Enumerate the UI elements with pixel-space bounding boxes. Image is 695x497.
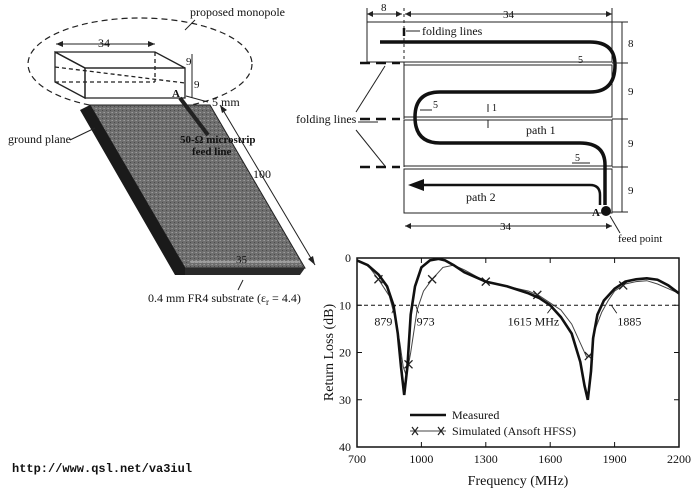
feed-label-2: feed line xyxy=(192,146,232,158)
x-tick-label: 1300 xyxy=(474,452,498,466)
left-panel: proposed monopole 34 9 9 A 5 mm 50-Ω mic… xyxy=(8,5,316,307)
right-dim-9a: 9 xyxy=(628,86,634,98)
dim-5c: 5 xyxy=(575,153,580,164)
right-dim-9b: 9 xyxy=(628,138,634,150)
legend-simulated-label: Simulated (Ansoft HFSS) xyxy=(452,424,576,438)
x-tick-label: 2200 xyxy=(667,452,691,466)
dim-35: 35 xyxy=(236,254,248,266)
annotation-leader xyxy=(547,305,554,314)
bottom-dim-34: 34 xyxy=(500,221,512,233)
feed-point-dot xyxy=(601,206,611,216)
right-dim-8: 8 xyxy=(628,38,634,50)
feed-line xyxy=(178,96,210,137)
right-dim-9c: 9 xyxy=(628,185,634,197)
y-tick-label: 20 xyxy=(339,346,351,360)
substrate-label: 0.4 mm FR4 substrate (εr = 4.4) xyxy=(148,291,301,307)
dim-5a: 5 xyxy=(578,55,583,66)
dim-1: 1 xyxy=(492,103,497,114)
path1-label: path 1 xyxy=(526,123,556,137)
annotation-label: 1615 MHz xyxy=(508,314,560,328)
dim-5b: 5 xyxy=(433,100,438,111)
y-tick-label: 0 xyxy=(345,251,351,265)
annotation-leader xyxy=(611,305,618,314)
point-a-right: A xyxy=(592,207,600,219)
point-a-left: A xyxy=(172,88,180,100)
folding-label-top: folding lines xyxy=(422,24,483,38)
ground-label: ground plane xyxy=(8,132,71,146)
y-tick-label: 30 xyxy=(339,393,351,407)
monopole-ellipse xyxy=(27,17,253,111)
legend-measured-label: Measured xyxy=(452,408,499,422)
annotation-leader xyxy=(415,305,419,314)
dim-9a-left: 9 xyxy=(186,56,192,68)
simulated-marker xyxy=(427,274,437,284)
y-tick-label: 10 xyxy=(339,298,351,312)
annotation-label: 1885 xyxy=(617,314,641,328)
x-tick-label: 700 xyxy=(348,452,366,466)
x-tick-label: 1600 xyxy=(538,452,562,466)
frequency-annotations: 879 973 1615 MHz 1885 xyxy=(374,305,641,328)
path-1-trace xyxy=(380,40,617,205)
folding-label-left: folding lines xyxy=(296,112,357,126)
source-url: http://www.qsl.net/va3iul xyxy=(12,462,193,476)
top-dim-34: 34 xyxy=(503,9,515,21)
series-simulated-markers xyxy=(374,274,628,369)
y-tick-label: 40 xyxy=(339,440,351,454)
plot-frame xyxy=(356,257,680,448)
monopole-box xyxy=(54,50,186,100)
annotation-label: 973 xyxy=(417,314,435,328)
dim-34-left: 34 xyxy=(98,36,110,50)
x-tick-label: 1000 xyxy=(409,452,433,466)
ground-plane xyxy=(89,104,306,269)
gap-label: 5 mm xyxy=(212,95,240,109)
path-2-trace xyxy=(420,183,602,205)
annotation-leader xyxy=(391,305,396,314)
x-tick-group: 700 1000 1300 1600 1900 2200 xyxy=(348,258,691,466)
y-tick-group: 0 10 20 30 40 xyxy=(339,251,679,454)
series-simulated-line xyxy=(356,259,680,379)
x-axis-label: Frequency (MHz) xyxy=(468,474,569,489)
top-dim-8: 8 xyxy=(381,2,387,14)
dim-9b-left: 9 xyxy=(194,79,200,91)
y-axis-label: Return Loss (dB) xyxy=(322,304,337,402)
chart-legend: Measured Simulated (Ansoft HFSS) xyxy=(410,408,576,438)
return-loss-chart: 700 1000 1300 1600 1900 2200 0 10 20 30 40 879 973… xyxy=(322,251,691,489)
x-tick-label: 1900 xyxy=(603,452,627,466)
series-measured-line xyxy=(356,257,680,401)
board-edge xyxy=(80,105,185,275)
annotation-label: 879 xyxy=(374,314,392,328)
path2-label: path 2 xyxy=(466,190,496,204)
proposed-label: proposed monopole xyxy=(190,5,285,19)
right-panel: 8 34 folding lines folding lines A 5 5 xyxy=(296,2,662,245)
dim-100: 100 xyxy=(253,167,271,181)
feed-point-label: feed point xyxy=(618,233,662,245)
feed-label-1: 50-Ω microstrip xyxy=(180,134,256,146)
